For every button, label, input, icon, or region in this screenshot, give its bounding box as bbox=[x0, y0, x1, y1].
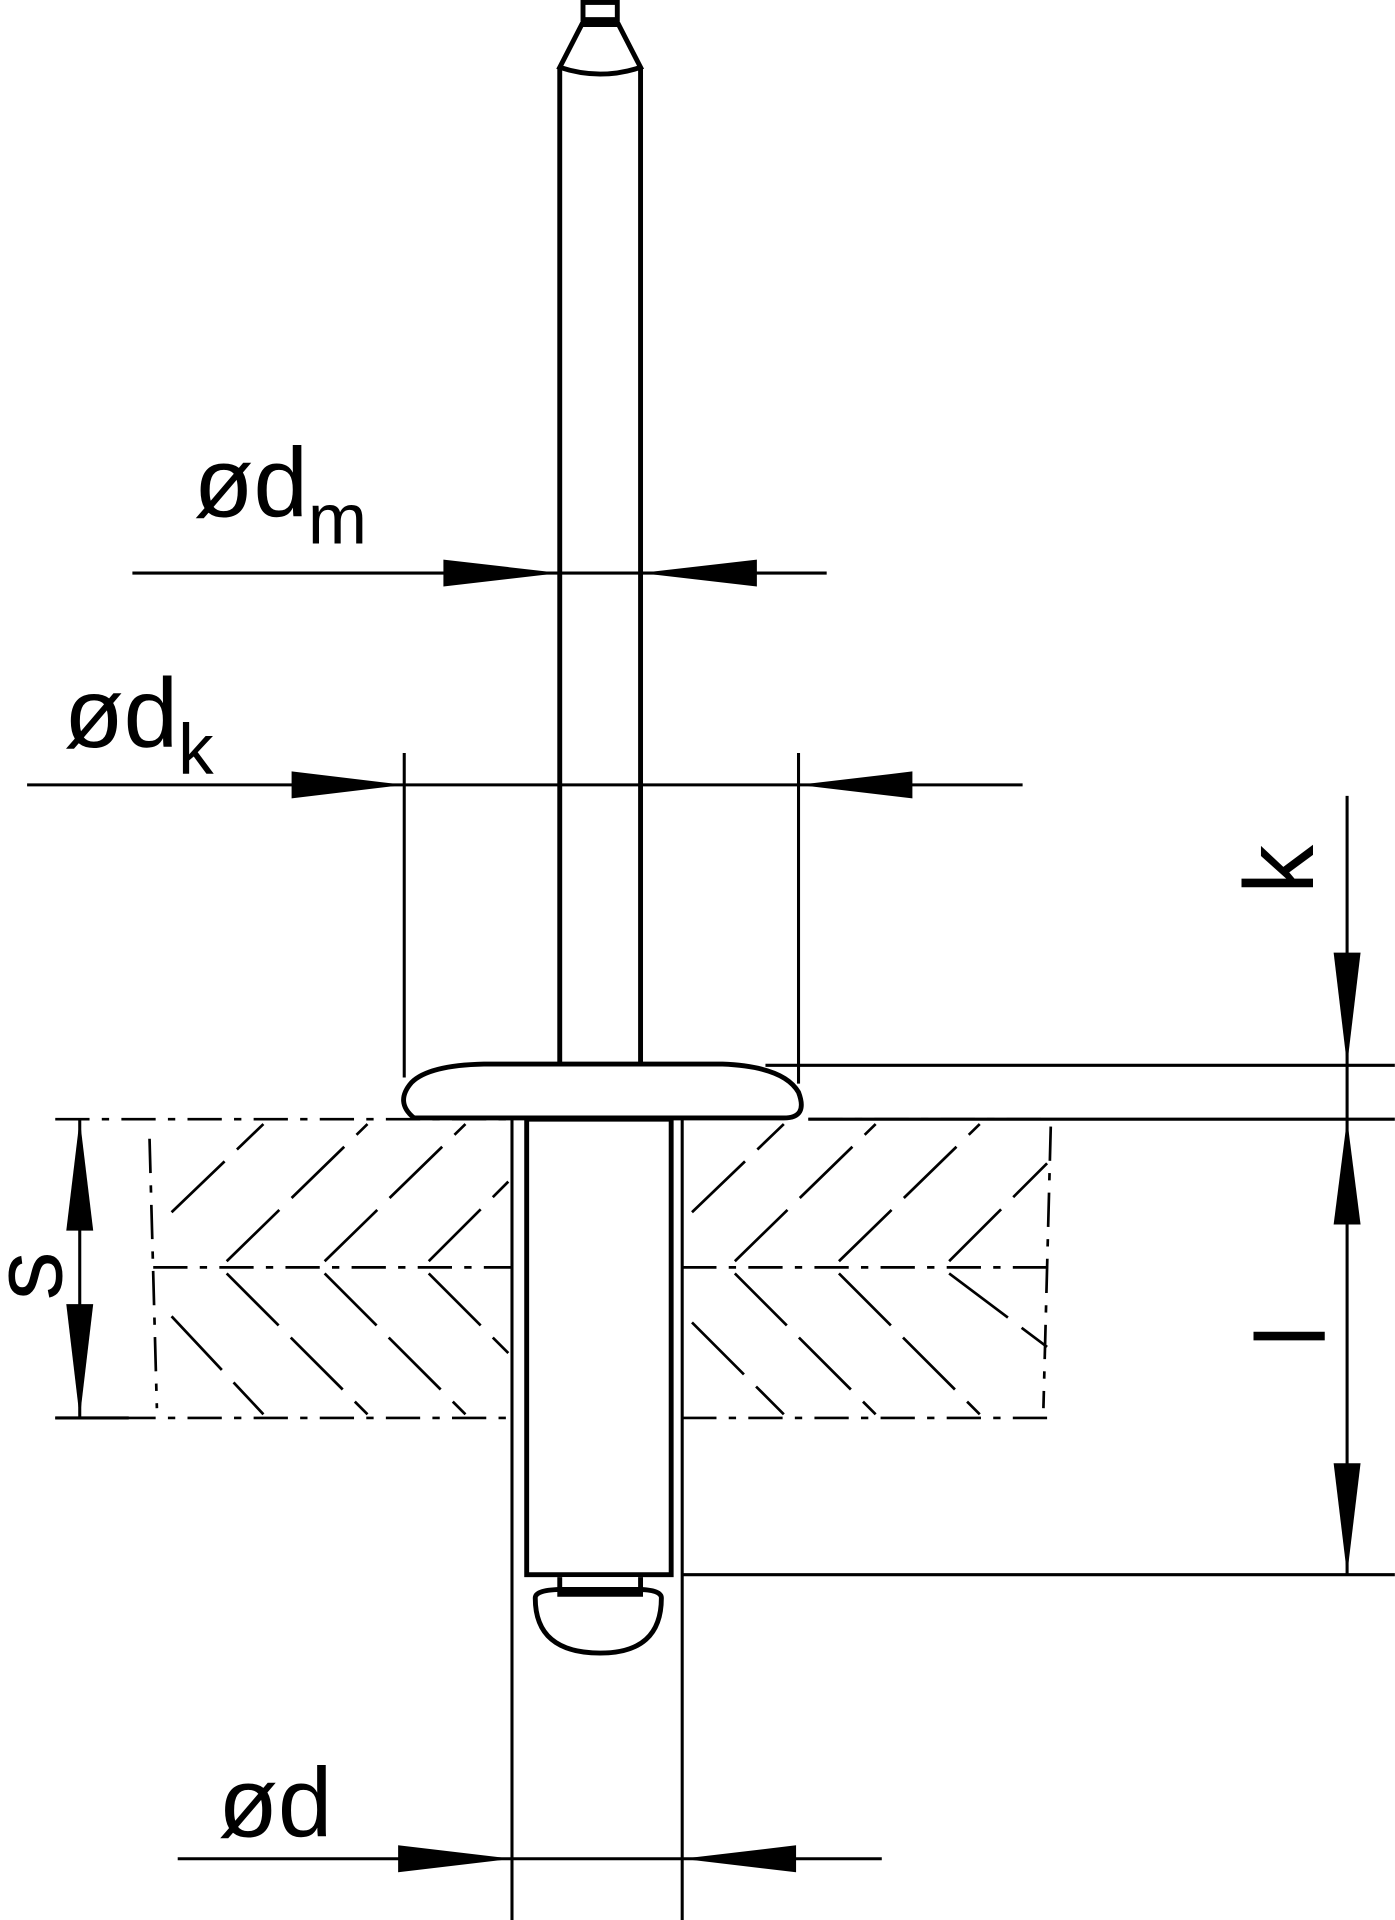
mandrel bbox=[556, 0, 645, 1063]
label-dm: ødm bbox=[194, 428, 367, 560]
label-k: k bbox=[1224, 844, 1334, 894]
label-l: l bbox=[1236, 1325, 1346, 1347]
label-s: s bbox=[0, 1251, 82, 1300]
label-d: ød bbox=[218, 1748, 332, 1858]
rivet-head bbox=[401, 1061, 804, 1121]
mandrel-head bbox=[532, 1577, 664, 1656]
workpiece-plates bbox=[55, 1117, 1054, 1420]
dimension-s: s bbox=[0, 1119, 129, 1420]
dimension-d: ød bbox=[177, 1748, 882, 1873]
rivet-shank bbox=[524, 1116, 674, 1578]
label-dk: ødk bbox=[64, 658, 214, 790]
dimension-k-l: k l bbox=[682, 795, 1395, 1577]
dimension-dk: ødk bbox=[27, 658, 1023, 1084]
dimension-dm: ødm bbox=[132, 428, 827, 587]
